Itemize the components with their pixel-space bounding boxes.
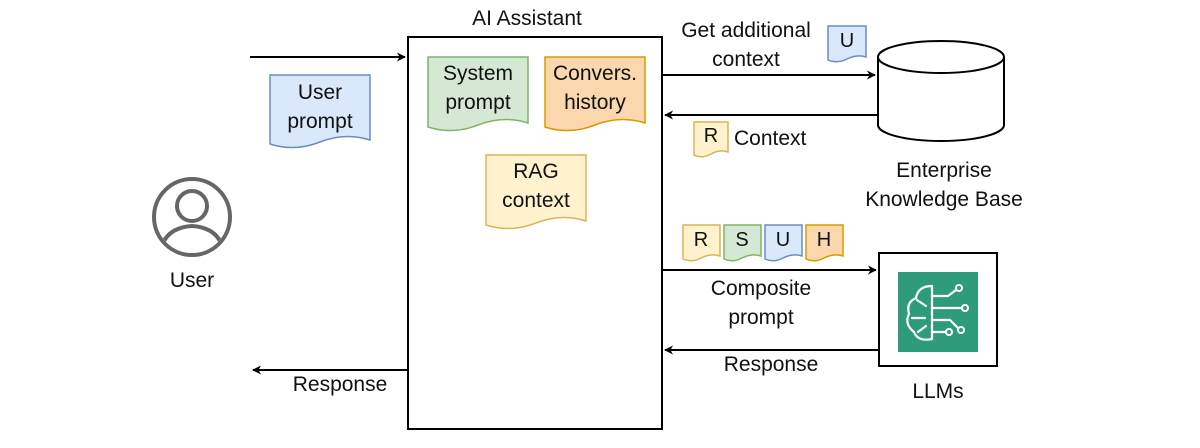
composite-prompt-label-line1: Composite — [711, 277, 811, 300]
llms-label: LLMs — [912, 380, 963, 403]
user-response-label: Response — [293, 373, 388, 396]
conversation-history-document: Convers. history — [544, 56, 646, 132]
tag-composite-h: H — [805, 224, 844, 262]
tag-composite-u: U — [764, 224, 803, 262]
tag-composite-s: S — [723, 224, 762, 262]
user-label: User — [170, 269, 214, 292]
get-context-label-line1: Get additional — [681, 19, 811, 42]
tag-retrieved-r: R — [693, 121, 729, 158]
tag-composite-h-label: H — [817, 229, 831, 251]
tag-retrieved-r-label: R — [704, 125, 718, 147]
user-prompt-document: User prompt — [269, 74, 371, 149]
user-prompt-shape — [269, 74, 371, 149]
ai-assistant-title: AI Assistant — [472, 7, 582, 30]
tag-composite-r: R — [682, 224, 721, 262]
rag-context-line1: RAG — [513, 160, 559, 183]
system-prompt-line1: System — [443, 62, 513, 85]
system-prompt-shape — [427, 56, 529, 132]
llms: LLMs — [878, 252, 998, 403]
conversation-history-line1: Convers. — [553, 62, 637, 85]
get-context-label-line2: context — [712, 48, 780, 71]
tag-query-u: U — [827, 25, 867, 63]
conversation-history-shape — [544, 56, 646, 132]
context-label: Context — [734, 127, 807, 150]
rag-context-document: RAG context — [485, 154, 587, 230]
user-actor: User — [152, 177, 232, 292]
llm-response-label: Response — [724, 353, 819, 376]
knowledge-base-label-line1: Enterprise — [896, 159, 992, 182]
rag-context-line2: context — [502, 189, 570, 212]
knowledge-base-label-line2: Knowledge Base — [865, 188, 1023, 211]
tag-composite-s-label: S — [735, 229, 748, 251]
composite-prompt-label-line2: prompt — [728, 306, 794, 329]
conversation-history-line2: history — [564, 91, 626, 114]
tag-query-u-label: U — [840, 30, 854, 52]
knowledge-base: Enterprise Knowledge Base — [865, 40, 1023, 211]
llm-chip-icon — [898, 272, 978, 352]
system-prompt-line2: prompt — [445, 91, 511, 114]
database-icon — [877, 40, 1005, 142]
tag-composite-r-label: R — [694, 229, 708, 251]
tag-composite-u-label: U — [776, 229, 790, 251]
user-prompt-line2: prompt — [287, 110, 353, 133]
system-prompt-document: System prompt — [427, 56, 529, 132]
user-prompt-line1: User — [298, 81, 342, 104]
rag-context-shape — [485, 154, 587, 230]
user-icon — [152, 177, 232, 257]
